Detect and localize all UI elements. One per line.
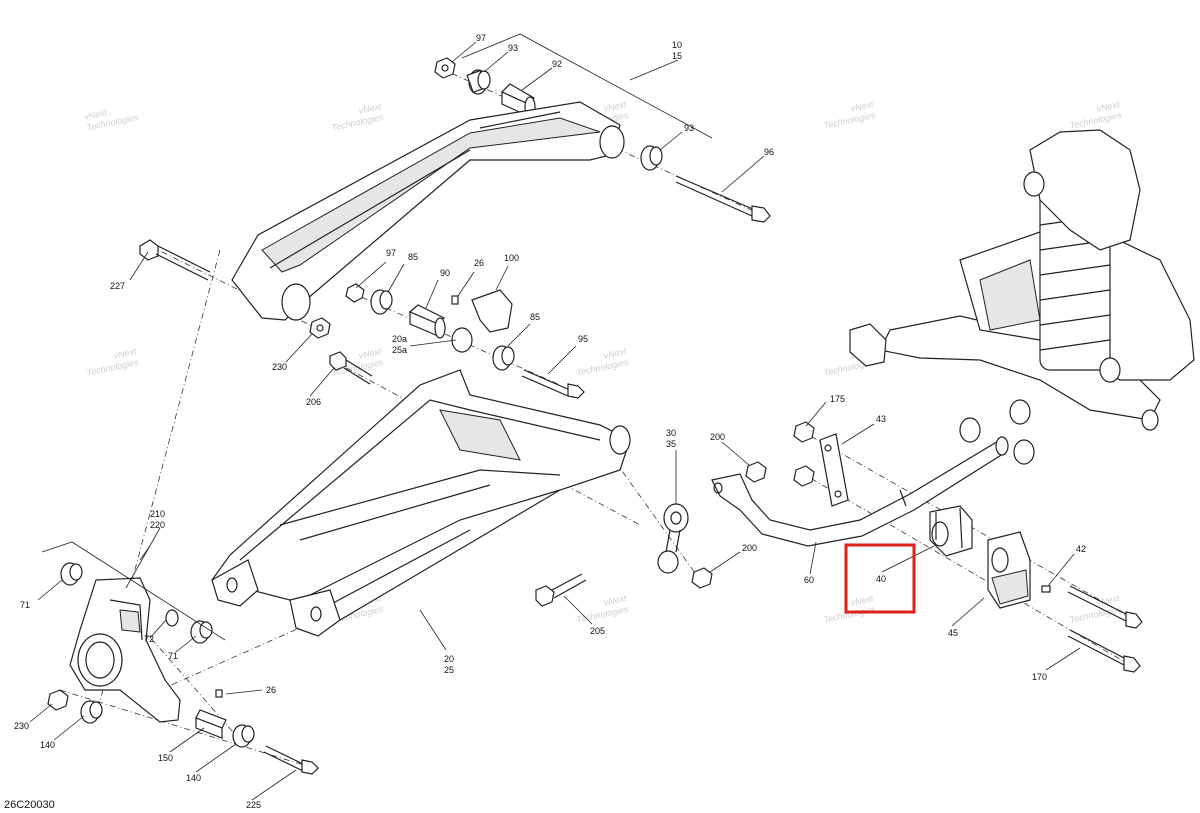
callout-93: 93 — [508, 43, 518, 53]
watermark-text: vNext — [83, 107, 108, 122]
callout-140: 140 — [40, 740, 55, 750]
watermark-text: Technologies — [1069, 110, 1123, 131]
shock-and-frame — [849, 129, 1195, 465]
bolt-170 — [1067, 629, 1141, 673]
callout-100: 100 — [504, 253, 519, 263]
upper-a-arm — [231, 101, 625, 321]
callout-220: 220 — [150, 520, 165, 530]
callout-71: 71 — [168, 651, 178, 661]
callout-230: 230 — [14, 721, 29, 731]
callout-97: 97 — [386, 248, 396, 258]
callout-93: 93 — [684, 123, 694, 133]
watermark-text: vNext — [603, 346, 628, 361]
callout-200: 200 — [710, 432, 725, 442]
callout-15: 15 — [672, 51, 682, 61]
callouts: 97 93 92 10 15 93 96 227 97 85 90 26 100… — [14, 33, 1086, 810]
callout-60: 60 — [804, 575, 814, 585]
watermark-text: vNext — [850, 99, 875, 114]
watermark-text: vNext — [603, 99, 628, 114]
watermark-text: Technologies — [1069, 604, 1123, 625]
callout-26: 26 — [474, 258, 484, 268]
watermark-text: Technologies — [86, 357, 140, 378]
callout-205: 205 — [590, 626, 605, 636]
callout-230: 230 — [272, 362, 287, 372]
callout-71: 71 — [20, 600, 30, 610]
watermark-text: Technologies — [576, 604, 630, 625]
nut-230 — [309, 317, 331, 339]
sway-bar-link — [657, 461, 767, 589]
bushing-40 — [929, 505, 973, 557]
watermark-text: vNext — [358, 346, 383, 361]
highlight-box-part-40 — [844, 543, 916, 614]
watermark-text: vNext — [850, 593, 875, 608]
callout-90: 90 — [440, 268, 450, 278]
sway-bar — [711, 436, 1009, 547]
callout-20a: 20a — [392, 334, 407, 344]
bolt-206 — [329, 351, 373, 385]
watermark-text: vNext — [603, 593, 628, 608]
callout-95: 95 — [578, 334, 588, 344]
bushing-93-right — [640, 145, 663, 171]
callout-72: 72 — [144, 634, 154, 644]
bolt-96 — [675, 175, 771, 223]
diagram-code: 26C20030 — [4, 799, 55, 811]
knuckle — [69, 577, 181, 723]
watermark-text: vNext — [358, 101, 383, 116]
bolt-205 — [535, 573, 587, 607]
callout-30: 30 — [666, 428, 676, 438]
nuts-175 — [793, 421, 815, 487]
leader-lines — [29, 41, 1081, 801]
callout-96: 96 — [764, 147, 774, 157]
callout-26: 26 — [266, 685, 276, 695]
callout-97: 97 — [476, 33, 486, 43]
callout-227: 227 — [110, 281, 125, 291]
callout-45: 45 — [948, 628, 958, 638]
callout-225: 225 — [246, 800, 261, 810]
callout-140: 140 — [186, 773, 201, 783]
callout-200: 200 — [742, 543, 757, 553]
callout-25a: 25a — [392, 345, 407, 355]
callout-10: 10 — [672, 40, 682, 50]
watermark-text: Technologies — [331, 112, 385, 133]
bracket-45 — [987, 531, 1031, 609]
watermark-text: vNext — [1096, 593, 1121, 608]
callout-92: 92 — [552, 59, 562, 69]
lower-a-arm — [210, 369, 631, 637]
watermark-text: Technologies — [576, 357, 630, 378]
callout-85: 85 — [408, 252, 418, 262]
watermark-text: vNext — [113, 346, 138, 361]
lower-arm-hardware — [345, 283, 585, 399]
bushing-93-top — [466, 69, 491, 95]
callout-150: 150 — [158, 753, 173, 763]
callout-85: 85 — [530, 312, 540, 322]
watermark-text: Technologies — [823, 110, 877, 131]
callout-206: 206 — [306, 397, 321, 407]
callout-170: 170 — [1032, 672, 1047, 682]
bracket-43 — [819, 433, 849, 507]
callout-42: 42 — [1076, 544, 1086, 554]
callout-20: 20 — [444, 654, 454, 664]
callout-210: 210 — [150, 509, 165, 519]
callout-40: 40 — [876, 574, 886, 584]
nut-97-top — [434, 57, 456, 79]
callout-175: 175 — [830, 394, 845, 404]
watermark-text: vNext — [1096, 99, 1121, 114]
callout-25: 25 — [444, 665, 454, 675]
bolt-42 — [1041, 585, 1143, 629]
watermark-text: Technologies — [823, 604, 877, 625]
callout-35: 35 — [666, 439, 676, 449]
bolt-227 — [139, 239, 211, 281]
callout-43: 43 — [876, 414, 886, 424]
